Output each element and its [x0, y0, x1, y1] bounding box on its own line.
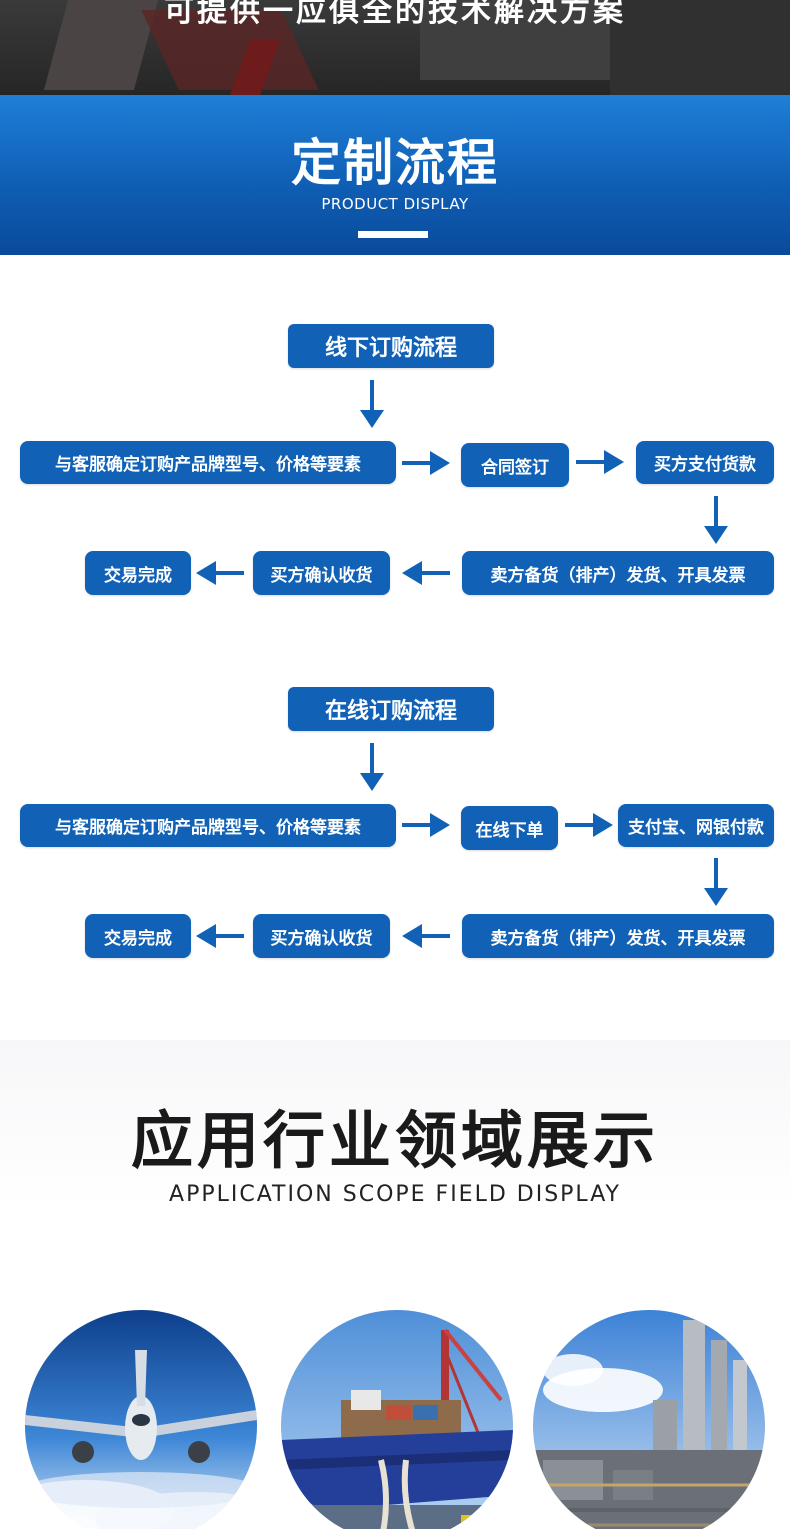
online-step-receive: 买方确认收货 [253, 914, 390, 958]
offline-step-confirm-specs: 与客服确定订购产品牌型号、价格等要素 [20, 441, 396, 484]
arrow-down-icon [702, 858, 730, 908]
arrow-right-icon [565, 812, 615, 838]
arrow-left-icon [400, 923, 450, 949]
online-step-complete: 交易完成 [85, 914, 191, 958]
section-header: 定制流程 PRODUCT DISPLAY [0, 95, 790, 255]
page-subtitle: PRODUCT DISPLAY [321, 195, 469, 213]
cargo-ship-photo [281, 1310, 513, 1529]
application-title: 应用行业领域展示 [130, 1104, 659, 1177]
airplane-photo [25, 1310, 257, 1529]
arrow-right-icon [402, 450, 452, 476]
offline-step-receive: 买方确认收货 [253, 551, 390, 595]
arrow-right-icon [576, 449, 626, 475]
arrow-right-icon [402, 812, 452, 838]
online-step-confirm-specs: 与客服确定订购产品牌型号、价格等要素 [20, 804, 396, 847]
offline-step-contract: 合同签订 [461, 443, 569, 487]
offline-step-payment: 买方支付货款 [636, 441, 774, 484]
top-banner: 可提供一应俱全的技术解决方案 [0, 0, 790, 95]
offline-step-ship-invoice: 卖方备货（排产）发货、开具发票 [462, 551, 774, 595]
online-step-ship-invoice: 卖方备货（排产）发货、开具发票 [462, 914, 774, 958]
page-title: 定制流程 [291, 134, 499, 192]
machine-photo-part [420, 0, 620, 80]
online-step-place-order: 在线下单 [461, 806, 558, 850]
arrow-left-icon [194, 560, 244, 586]
offline-step-complete: 交易完成 [85, 551, 191, 595]
arrow-left-icon [194, 923, 244, 949]
online-flow-title: 在线订购流程 [288, 687, 494, 731]
arrow-left-icon [400, 560, 450, 586]
machine-photo-part [610, 0, 790, 95]
title-underline [358, 231, 428, 238]
online-step-payment: 支付宝、网银付款 [618, 804, 774, 847]
arrow-down-icon [358, 743, 386, 793]
banner-slogan: 可提供一应俱全的技术解决方案 [164, 0, 626, 29]
arrow-down-icon [702, 496, 730, 546]
arrow-down-icon [358, 380, 386, 430]
offline-flow-title: 线下订购流程 [288, 324, 494, 368]
refinery-photo [533, 1310, 765, 1529]
application-subtitle: APPLICATION SCOPE FIELD DISPLAY [169, 1182, 621, 1207]
